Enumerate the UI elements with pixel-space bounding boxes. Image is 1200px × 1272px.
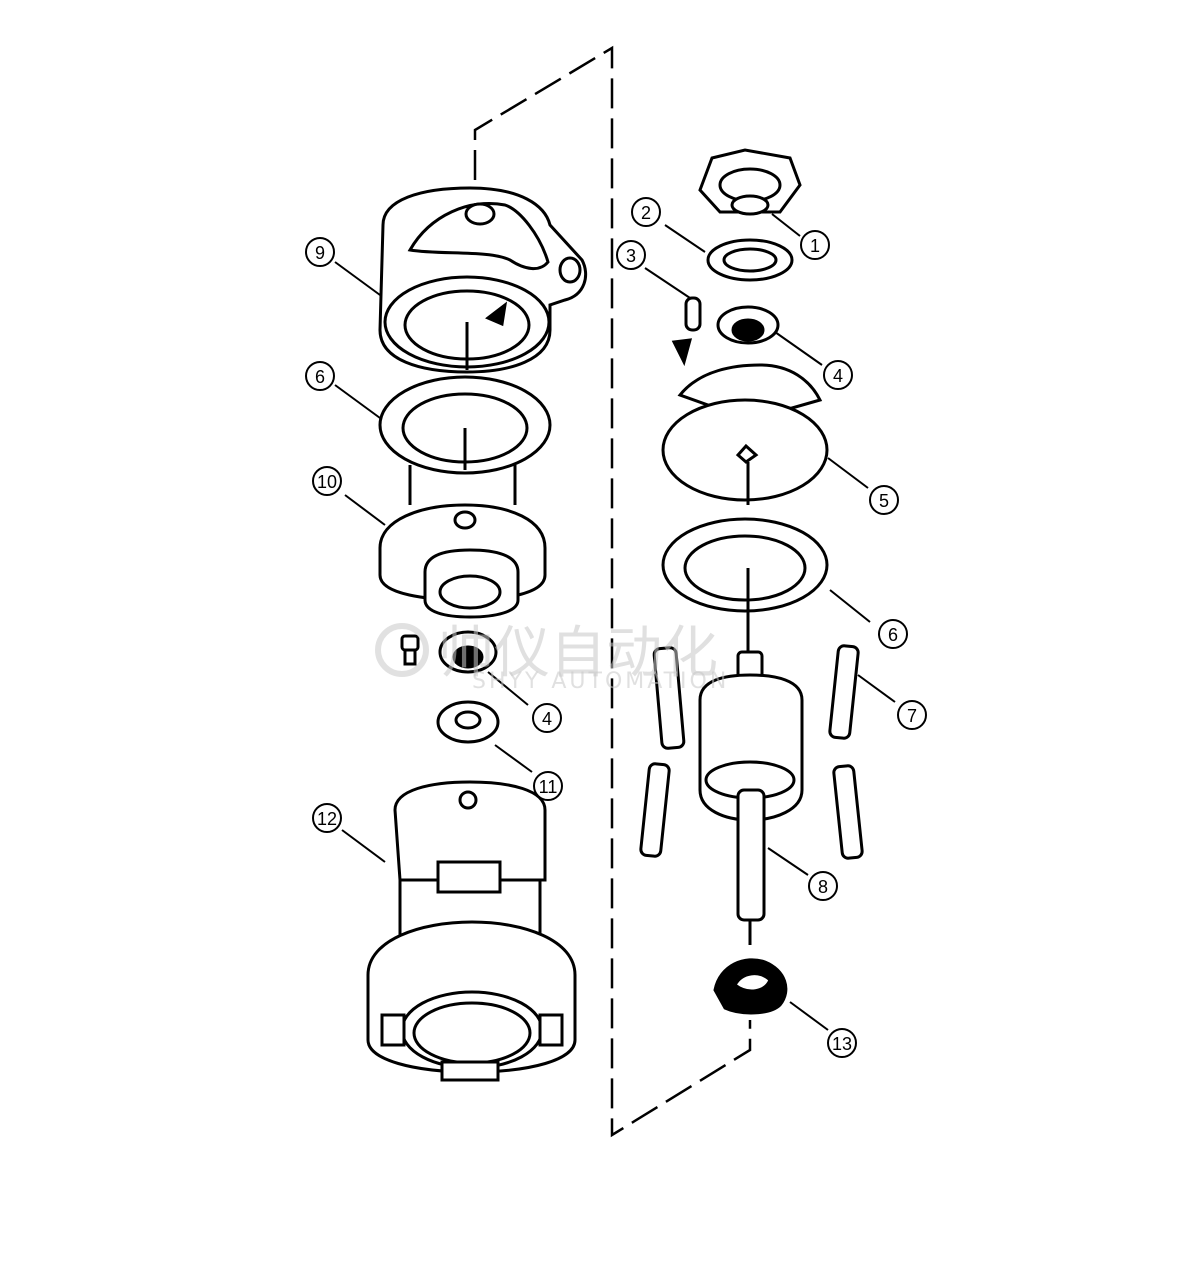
- callout-3: 3: [616, 240, 646, 270]
- part-8-rotor-shaft: [698, 650, 804, 945]
- callouts: 1 2 3 4 5 6 7 8: [305, 197, 927, 1058]
- callout-4-right: 4: [823, 360, 853, 390]
- callout-6-left: 6: [305, 361, 335, 391]
- svg-text:10: 10: [317, 472, 337, 492]
- part-4-bearing-right: [716, 305, 780, 345]
- callout-5: 5: [869, 485, 899, 515]
- watermark-logo-icon: [375, 623, 429, 677]
- part-4-bearing-left: [438, 630, 498, 674]
- assembly-dashed-line: [473, 45, 752, 1138]
- svg-text:11: 11: [539, 777, 558, 797]
- svg-text:9: 9: [315, 243, 325, 263]
- svg-text:4: 4: [833, 366, 843, 386]
- part-2-ring: [706, 238, 794, 282]
- part-9-housing: [378, 186, 588, 374]
- callout-6-right: 6: [878, 619, 908, 649]
- part-3-pin: [671, 296, 702, 367]
- part-5-indicator-plate: [661, 363, 829, 505]
- svg-text:6: 6: [888, 625, 898, 645]
- part-13-knob: [713, 958, 788, 1015]
- watermark-en: SHYY AUTOMATION: [472, 669, 729, 694]
- svg-text:1: 1: [810, 236, 820, 256]
- screw: [400, 634, 420, 666]
- callout-4-left: 4: [532, 703, 562, 733]
- part-7-magnets: [639, 644, 864, 860]
- callout-12: 12: [312, 803, 342, 833]
- callout-7: 7: [897, 700, 927, 730]
- svg-text:8: 8: [818, 877, 828, 897]
- part-10-mounting-flange: [378, 503, 547, 619]
- svg-text:5: 5: [879, 491, 889, 511]
- part-12-base-cover: [366, 780, 577, 1082]
- part-11-washer: [436, 700, 500, 744]
- callout-2: 2: [631, 197, 661, 227]
- svg-text:3: 3: [626, 246, 636, 266]
- svg-text:12: 12: [317, 809, 337, 829]
- part-1-hex-nut: [698, 148, 802, 216]
- callout-8: 8: [808, 871, 838, 901]
- callout-10: 10: [312, 466, 342, 496]
- svg-text:2: 2: [641, 203, 651, 223]
- part-6-gasket-left: [378, 375, 552, 505]
- watermark-cn: 帅仪自动化: [438, 621, 718, 686]
- part-6-gasket-right: [661, 517, 829, 660]
- svg-text:13: 13: [832, 1034, 852, 1054]
- svg-text:7: 7: [907, 706, 917, 726]
- callout-13: 13: [827, 1028, 857, 1058]
- callout-9: 9: [305, 237, 335, 267]
- svg-text:6: 6: [315, 367, 325, 387]
- callout-11: 11: [533, 771, 563, 801]
- leader-lines: [334, 213, 896, 1031]
- watermark: 帅仪自动化 SHYY AUTOMATION: [375, 621, 729, 694]
- svg-text:4: 4: [542, 709, 552, 729]
- callout-1: 1: [800, 230, 830, 260]
